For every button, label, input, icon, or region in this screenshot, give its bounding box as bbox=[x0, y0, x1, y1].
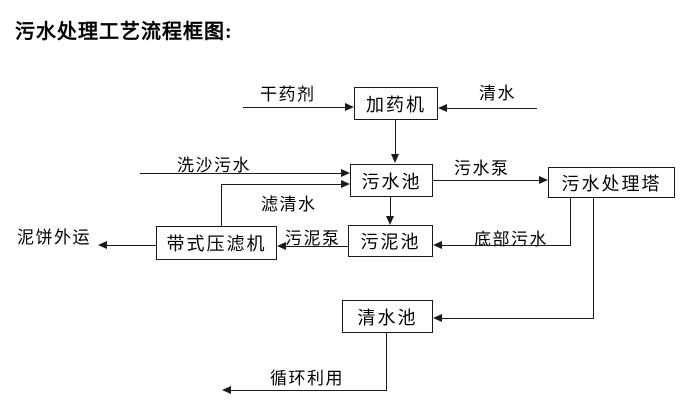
page-title: 污水处理工艺流程框图: bbox=[15, 21, 233, 43]
label-sewage-pump: 污水泵 bbox=[454, 159, 510, 178]
arrow-filtered-water-head bbox=[341, 180, 350, 188]
arrow-dry-agent-head bbox=[345, 103, 354, 111]
arrow-recycle-line bbox=[231, 390, 387, 391]
node-sludge-pool: 污泥池 bbox=[348, 225, 433, 257]
arrow-tower-to-clean-head bbox=[433, 314, 442, 322]
arrow-mud-cake-line bbox=[107, 245, 156, 246]
arrow-dosing-to-sewage-head bbox=[391, 154, 399, 163]
node-sewage-treatment-tower: 污水处理塔 bbox=[548, 167, 675, 198]
arrow-sand-wash-head bbox=[341, 169, 350, 177]
label-dry-agent: 干药剂 bbox=[260, 85, 316, 104]
arrow-dry-agent-line bbox=[243, 107, 345, 108]
arrow-bottom-sewage-line bbox=[442, 245, 571, 246]
arrow-sewage-to-sludge-head bbox=[386, 216, 394, 225]
label-mud-cake-transport: 泥饼外运 bbox=[17, 228, 91, 247]
arrow-bottom-sewage-head bbox=[433, 241, 442, 249]
node-clean-water-pool: 清水池 bbox=[342, 300, 433, 333]
node-sewage-pool: 污水池 bbox=[350, 164, 433, 197]
label-bottom-sewage: 底部污水 bbox=[474, 230, 548, 249]
arrow-recycle-head bbox=[222, 386, 231, 394]
label-sludge-pump: 污泥泵 bbox=[285, 229, 341, 248]
node-dosing-machine: 加药机 bbox=[354, 87, 438, 120]
arrow-bottom-sewage-vline bbox=[570, 198, 571, 245]
label-recycle-use: 循环利用 bbox=[270, 369, 344, 388]
label-filtered-water: 滤清水 bbox=[261, 195, 317, 214]
arrow-clean-water-head bbox=[438, 104, 447, 112]
arrow-sand-wash-line bbox=[140, 173, 341, 174]
arrow-filtered-water-line bbox=[221, 184, 341, 185]
arrow-recycle-vline bbox=[386, 333, 387, 390]
node-belt-filter-press: 带式压滤机 bbox=[156, 226, 277, 260]
arrow-dosing-to-sewage-line bbox=[395, 120, 396, 154]
arrow-mud-cake-head bbox=[98, 241, 107, 249]
arrow-sewage-pump-line bbox=[433, 180, 539, 181]
arrow-tower-to-clean-line bbox=[442, 318, 594, 319]
arrow-sewage-to-sludge-line bbox=[390, 197, 391, 216]
arrow-sewage-pump-head bbox=[539, 176, 548, 184]
label-clean-water: 清水 bbox=[479, 84, 516, 103]
arrow-clean-water-line bbox=[447, 108, 537, 109]
arrow-sludge-pump-line bbox=[286, 246, 348, 247]
label-sand-wash-sewage: 洗沙污水 bbox=[177, 156, 251, 175]
arrow-tower-to-clean-vline bbox=[593, 198, 594, 318]
arrow-filtered-water-vline bbox=[221, 184, 222, 226]
arrow-sludge-pump-head bbox=[277, 242, 286, 250]
